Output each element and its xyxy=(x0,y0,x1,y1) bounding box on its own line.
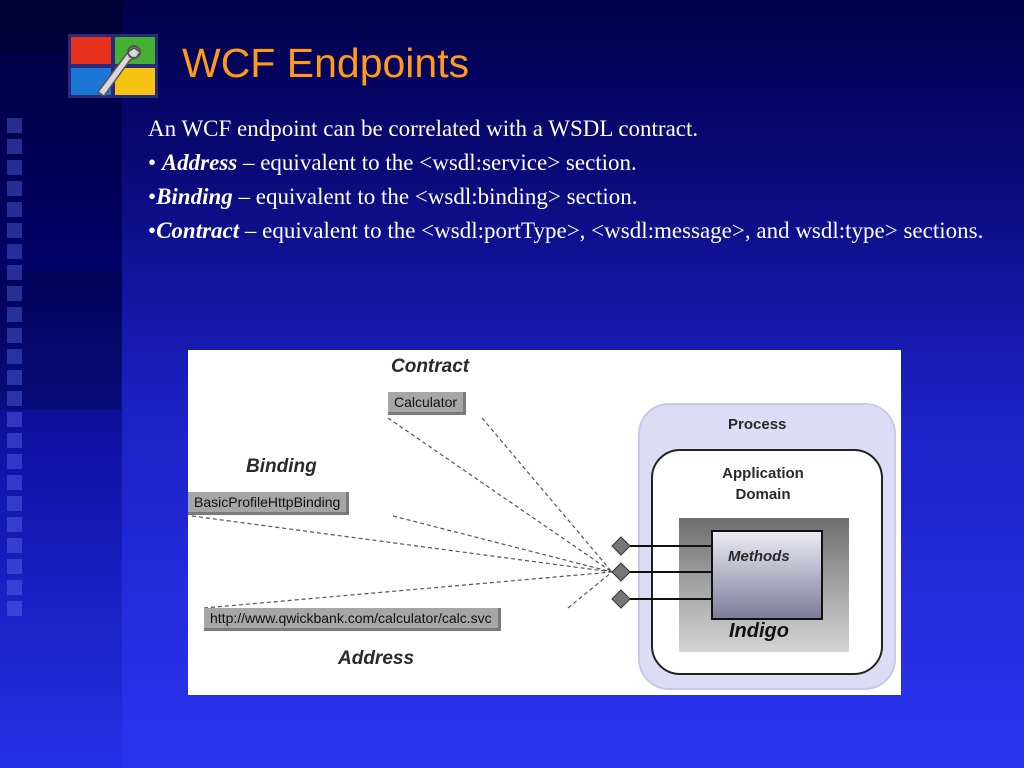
endpoint-diamond xyxy=(611,536,631,556)
left-decorative-strip xyxy=(0,0,122,768)
indigo-label: Indigo xyxy=(729,620,789,642)
intro-line: An WCF endpoint can be correlated with a… xyxy=(148,116,699,141)
endpoint-diagram: Contract Calculator Binding BasicProfile… xyxy=(188,350,901,695)
bullet-address: • Address – equivalent to the <wsdl:serv… xyxy=(148,150,637,175)
slide-title: WCF Endpoints xyxy=(182,40,470,86)
methods-label: Methods xyxy=(728,548,790,565)
bullet-contract: •Contract – equivalent to the <wsdl:port… xyxy=(148,218,984,243)
bullet-binding: •Binding – equivalent to the <wsdl:bindi… xyxy=(148,184,638,209)
endpoint-diamond xyxy=(611,562,631,582)
endpoint-diamond xyxy=(611,589,631,609)
address-value: http://www.qwickbank.com/calculator/calc… xyxy=(204,608,501,631)
methods-box xyxy=(711,530,823,620)
contract-value: Calculator xyxy=(388,392,467,415)
process-label: Process xyxy=(728,416,787,433)
binding-value: BasicProfileHttpBinding xyxy=(188,492,350,515)
body-text: An WCF endpoint can be correlated with a… xyxy=(148,112,998,248)
diagram-graphics xyxy=(191,403,896,690)
term-contract: Contract xyxy=(156,218,240,243)
term-address: Address xyxy=(161,150,238,175)
decor-band xyxy=(0,270,122,410)
windows-wrench-icon xyxy=(68,34,158,98)
app-domain-label: Application Domain xyxy=(722,465,804,503)
decor-squares xyxy=(7,118,29,678)
contract-heading: Contract xyxy=(391,356,470,377)
term-binding: Binding xyxy=(156,184,233,209)
binding-heading: Binding xyxy=(246,456,317,477)
address-heading: Address xyxy=(338,648,415,669)
